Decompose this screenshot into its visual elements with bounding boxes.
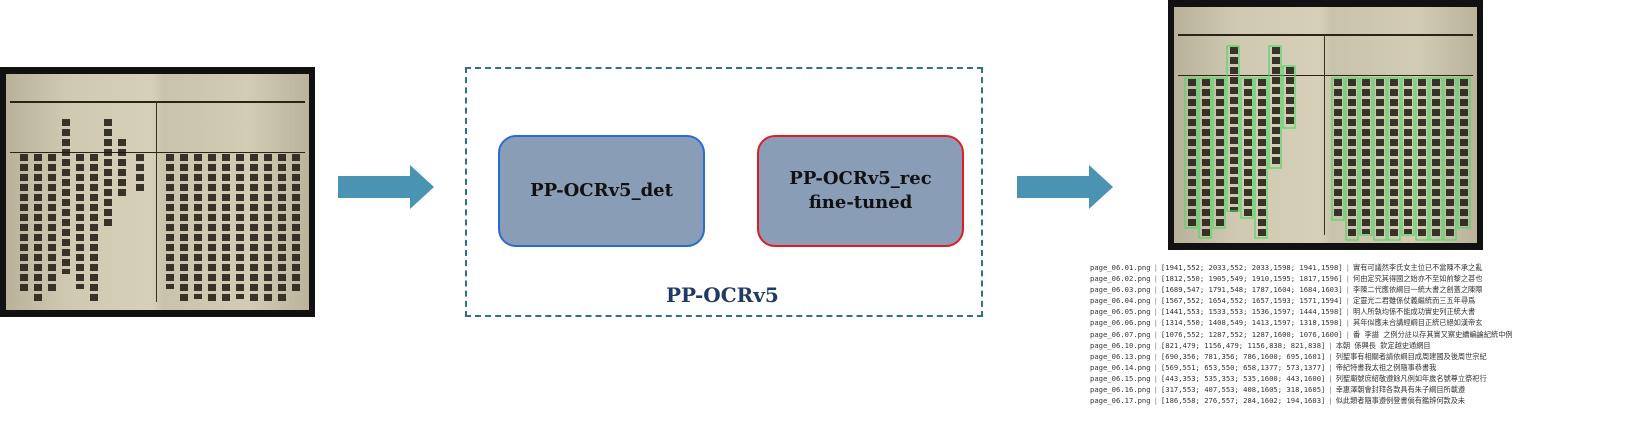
ocr-output-row: page_06.06.png|[1314,550; 1408,549; 1413… <box>1090 318 1483 328</box>
ocr-output-row: page_06.14.png|[569,551; 653,550; 658,13… <box>1090 362 1437 372</box>
ocr-output-row: page_06.16.png|[317,553; 407,553; 408,16… <box>1090 385 1466 395</box>
ocr-output-row: page_06.07.png|[1076,552; 1287,552; 1287… <box>1090 329 1513 339</box>
page-fold-line <box>156 101 157 302</box>
arrow-right-icon <box>1017 165 1113 209</box>
page-header-rule <box>10 152 305 153</box>
recognition-module-label: PP-OCRv5_rec <box>789 167 932 189</box>
ppocrv5-system-box <box>465 67 983 317</box>
detection-module-label: PP-OCRv5_det <box>530 179 673 201</box>
ocr-output-row: page_06.03.png|[1689,547; 1791,548; 1787… <box>1090 285 1483 295</box>
input-document-image <box>0 67 315 317</box>
recognition-module: PP-OCRv5_rec fine-tuned <box>757 135 964 247</box>
ocr-output-row: page_06.15.png|[443,353; 535,353; 535,16… <box>1090 373 1487 383</box>
ocr-output-row: page_06.02.png|[1812,550; 1905,549; 1910… <box>1090 274 1483 284</box>
detection-module: PP-OCRv5_det <box>498 135 705 247</box>
document-paper <box>6 74 309 310</box>
flow-arrow-output <box>1017 165 1113 209</box>
recognition-module-sublabel: fine-tuned <box>808 192 913 213</box>
detection-boxes-overlay <box>1184 45 1471 241</box>
system-label: PP-OCRv5 <box>666 283 779 307</box>
ocr-output-row: page_06.13.png|[690,356; 781,356; 786,16… <box>1090 351 1487 361</box>
ocr-output-list: page_06.01.png|[1941,552; 2033,552; 2033… <box>1090 262 1630 406</box>
ocr-output-row: page_06.04.png|[1567,552; 1654,552; 1657… <box>1090 296 1476 306</box>
ocr-output-row: page_06.17.png|[186,558; 276,557; 284,16… <box>1090 396 1466 406</box>
page-top-rule <box>10 101 305 103</box>
ocr-output-row: page_06.01.png|[1941,552; 2033,552; 2033… <box>1090 263 1483 272</box>
detection-result-image <box>1168 0 1483 250</box>
ocr-output-row: page_06.10.png|[821,479; 1156,479; 1156,… <box>1090 340 1431 350</box>
ocr-output-row: page_06.05.png|[1441,553; 1533,553; 1536… <box>1090 307 1476 317</box>
arrow-right-icon <box>338 165 434 209</box>
flow-arrow-input <box>338 165 434 209</box>
